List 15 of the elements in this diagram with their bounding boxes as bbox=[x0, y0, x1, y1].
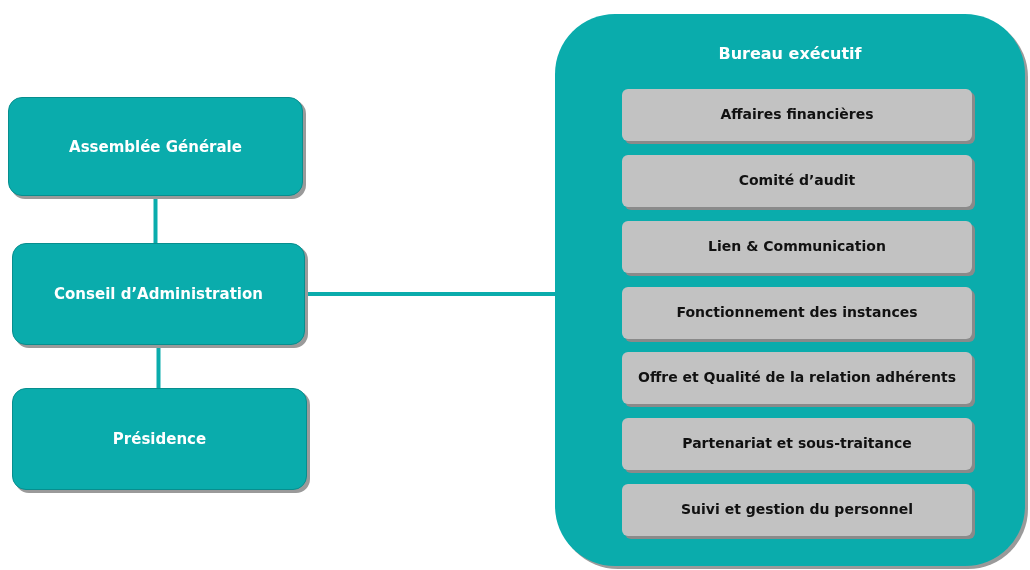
committee-box: Lien & Communication bbox=[622, 221, 972, 273]
committee-box: Offre et Qualité de la relation adhérents bbox=[622, 352, 972, 404]
group-panel bbox=[555, 14, 1025, 566]
committee-box: Fonctionnement des instances bbox=[622, 287, 972, 339]
connector-line bbox=[305, 292, 555, 296]
panel-heading: Bureau exécutif bbox=[717, 44, 863, 63]
committee-box: Comité d’audit bbox=[622, 155, 972, 207]
org-box: Conseil d’Administration bbox=[12, 243, 305, 345]
committee-box: Partenariat et sous-traitance bbox=[622, 418, 972, 470]
connector-line bbox=[153, 196, 158, 243]
org-box: Assemblée Générale bbox=[8, 97, 303, 196]
org-box: Présidence bbox=[12, 388, 307, 490]
committee-box: Suivi et gestion du personnel bbox=[622, 484, 972, 536]
committee-box: Affaires financières bbox=[622, 89, 972, 141]
connector-line bbox=[156, 345, 161, 388]
